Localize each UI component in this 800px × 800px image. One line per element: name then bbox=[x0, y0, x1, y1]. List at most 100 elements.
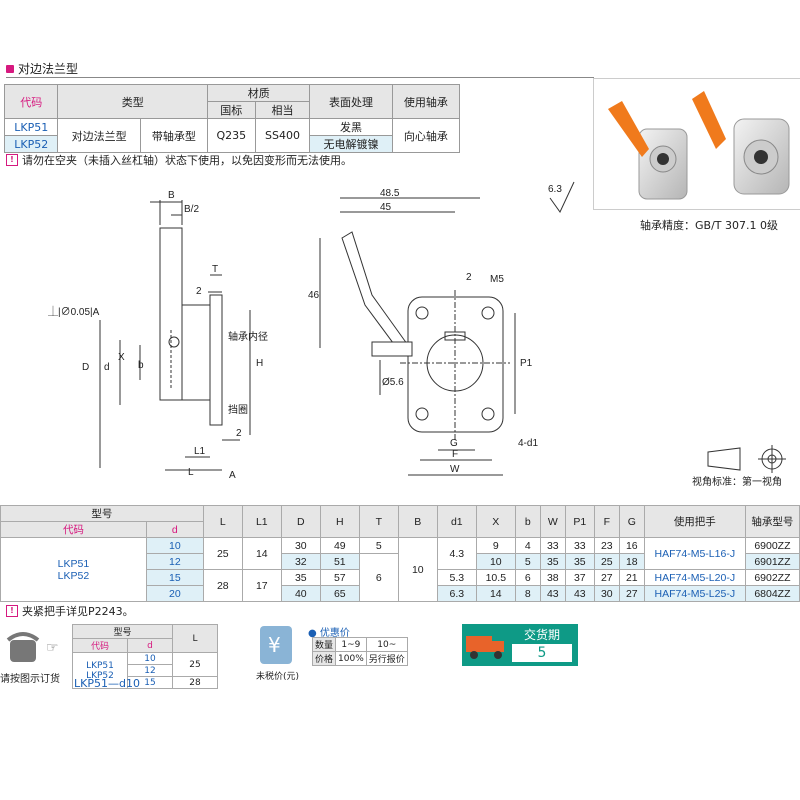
pt-p2: 另行报价 bbox=[365, 651, 408, 666]
ot-L-1: 28 bbox=[172, 676, 218, 689]
bt-W-2: 38 bbox=[539, 569, 566, 586]
delivery-days: 5 bbox=[512, 644, 572, 662]
dim-T: T bbox=[212, 264, 218, 275]
bt-d-12: 12 bbox=[145, 553, 204, 570]
bt-b-3: 8 bbox=[514, 585, 541, 602]
price-dot-icon: ● bbox=[308, 628, 317, 639]
bt-d-10: 10 bbox=[145, 537, 204, 554]
delivery-box: 交货期 5 bbox=[462, 624, 578, 666]
bt-T-a: 5 bbox=[358, 537, 399, 554]
dim-L: L bbox=[188, 467, 194, 478]
dim-phi56: Ø5.6 bbox=[382, 377, 404, 388]
bt-h-B: B bbox=[397, 505, 438, 538]
type2: 带轴承型 bbox=[139, 118, 209, 153]
bt-X-2: 10.5 bbox=[475, 569, 516, 586]
spec-table: 代码 类型 材质 表面处理 使用轴承 国标 相当 LKP51 对边法兰型 带轴承… bbox=[3, 84, 461, 153]
bt-h-b: b bbox=[514, 505, 541, 538]
dim-d1: 4-d1 bbox=[518, 438, 538, 449]
bt-h-handle: 使用把手 bbox=[643, 505, 746, 538]
bt-G-0: 16 bbox=[618, 537, 645, 554]
type1: 对边法兰型 bbox=[57, 118, 141, 153]
section-bullet-icon bbox=[6, 64, 14, 73]
hdr-mat-std: 国标 bbox=[207, 101, 256, 119]
warning-icon-2: ! bbox=[6, 605, 18, 617]
truck-icon bbox=[466, 636, 504, 659]
bt-h-F: F bbox=[593, 505, 620, 538]
bt-h-d: d bbox=[145, 521, 204, 538]
dim-2-top: 2 bbox=[196, 286, 202, 297]
mat-eq: SS400 bbox=[254, 118, 311, 153]
bt-h-G: G bbox=[618, 505, 645, 538]
bt-F-2: 27 bbox=[593, 569, 620, 586]
ot-d-0: 10 bbox=[127, 652, 173, 665]
flatness-callout: ⏊|∅0.05|A bbox=[48, 305, 100, 318]
bt-handle-2: HAF74-M5-L20-J bbox=[643, 569, 746, 586]
pt-price: 价格 bbox=[311, 651, 337, 666]
bt-H-0: 49 bbox=[319, 537, 360, 554]
bt-G-3: 27 bbox=[618, 585, 645, 602]
side-bar bbox=[159, 227, 183, 401]
dim-P1: P1 bbox=[520, 358, 533, 369]
dim-G: G bbox=[450, 438, 458, 449]
ot-d-1: 12 bbox=[127, 664, 173, 677]
bt-handle-0: HAF74-M5-L16-J bbox=[643, 537, 746, 570]
side-flange bbox=[209, 294, 223, 426]
dim-d: d bbox=[104, 362, 110, 373]
hdr-type: 类型 bbox=[57, 84, 209, 119]
dim-W: W bbox=[450, 464, 460, 475]
bt-handle-3: HAF74-M5-L25-J bbox=[643, 585, 746, 602]
section-rule bbox=[6, 77, 594, 78]
bt-G-2: 21 bbox=[618, 569, 645, 586]
bt-h-W: W bbox=[539, 505, 566, 538]
bt-L1-b: 17 bbox=[241, 569, 282, 602]
bt-bearing-3: 6804ZZ bbox=[744, 585, 800, 602]
bt-h-d1: d1 bbox=[436, 505, 477, 538]
dim-L1: L1 bbox=[194, 446, 206, 457]
mat-std: Q235 bbox=[207, 118, 256, 153]
bt-H-3: 65 bbox=[319, 585, 360, 602]
bt-P1-0: 33 bbox=[564, 537, 595, 554]
hdr-mat-eq: 相当 bbox=[254, 101, 311, 119]
bt-W-3: 43 bbox=[539, 585, 566, 602]
product-photo bbox=[593, 78, 800, 210]
ot-h-L: L bbox=[172, 624, 218, 653]
warning-2: ! 夹紧把手详见P2243。 bbox=[6, 603, 134, 619]
ot-h-d: d bbox=[127, 638, 173, 653]
bt-L-a: 25 bbox=[202, 537, 243, 570]
bt-d-15: 15 bbox=[145, 569, 204, 586]
phone-icon: ☞ bbox=[6, 632, 59, 662]
bt-b-1: 5 bbox=[514, 553, 541, 570]
bt-h-L: L bbox=[202, 505, 243, 538]
dim-46: 46 bbox=[308, 290, 320, 301]
bt-P1-3: 43 bbox=[564, 585, 595, 602]
ot-h-code: 代码 bbox=[72, 638, 128, 653]
warning-icon: ! bbox=[6, 154, 18, 166]
datum-A: A bbox=[229, 470, 236, 481]
bt-W-0: 33 bbox=[539, 537, 566, 554]
ot-L-0: 25 bbox=[172, 652, 218, 677]
bt-P1-2: 37 bbox=[564, 569, 595, 586]
dimension-table: 型号 L L1 D H T B d1 X b W P1 F G 使用把手 轴承型… bbox=[0, 505, 800, 602]
section-title: 对边法兰型 bbox=[6, 60, 78, 77]
pt-q1: 1~9 bbox=[335, 637, 367, 652]
dim-D: D bbox=[82, 362, 89, 373]
order-caption: 请按图示订货 bbox=[0, 674, 60, 685]
dim-45: 45 bbox=[380, 202, 392, 213]
bt-F-0: 23 bbox=[593, 537, 620, 554]
bt-F-1: 25 bbox=[593, 553, 620, 570]
bt-D-2: 35 bbox=[280, 569, 321, 586]
retainer-label: 挡圈 bbox=[228, 403, 248, 416]
bt-h-D: D bbox=[280, 505, 321, 538]
surface-2: 无电解镀镍 bbox=[309, 135, 393, 153]
bt-h-model: 型号 bbox=[0, 505, 204, 522]
technical-drawing: B B/2 T 2 D d X b H L L1 2 A ⏊|∅0.05|A 轴… bbox=[48, 181, 786, 488]
bt-d1-3: 6.3 bbox=[436, 585, 477, 602]
yen-tag-icon: ¥ bbox=[260, 626, 292, 664]
bt-bearing-1: 6901ZZ bbox=[744, 553, 800, 570]
bt-bearing-0: 6900ZZ bbox=[744, 537, 800, 554]
bt-d-20: 20 bbox=[145, 585, 204, 602]
pt-p1: 100% bbox=[335, 651, 367, 666]
order-example: LKP51—d10 bbox=[74, 677, 140, 690]
